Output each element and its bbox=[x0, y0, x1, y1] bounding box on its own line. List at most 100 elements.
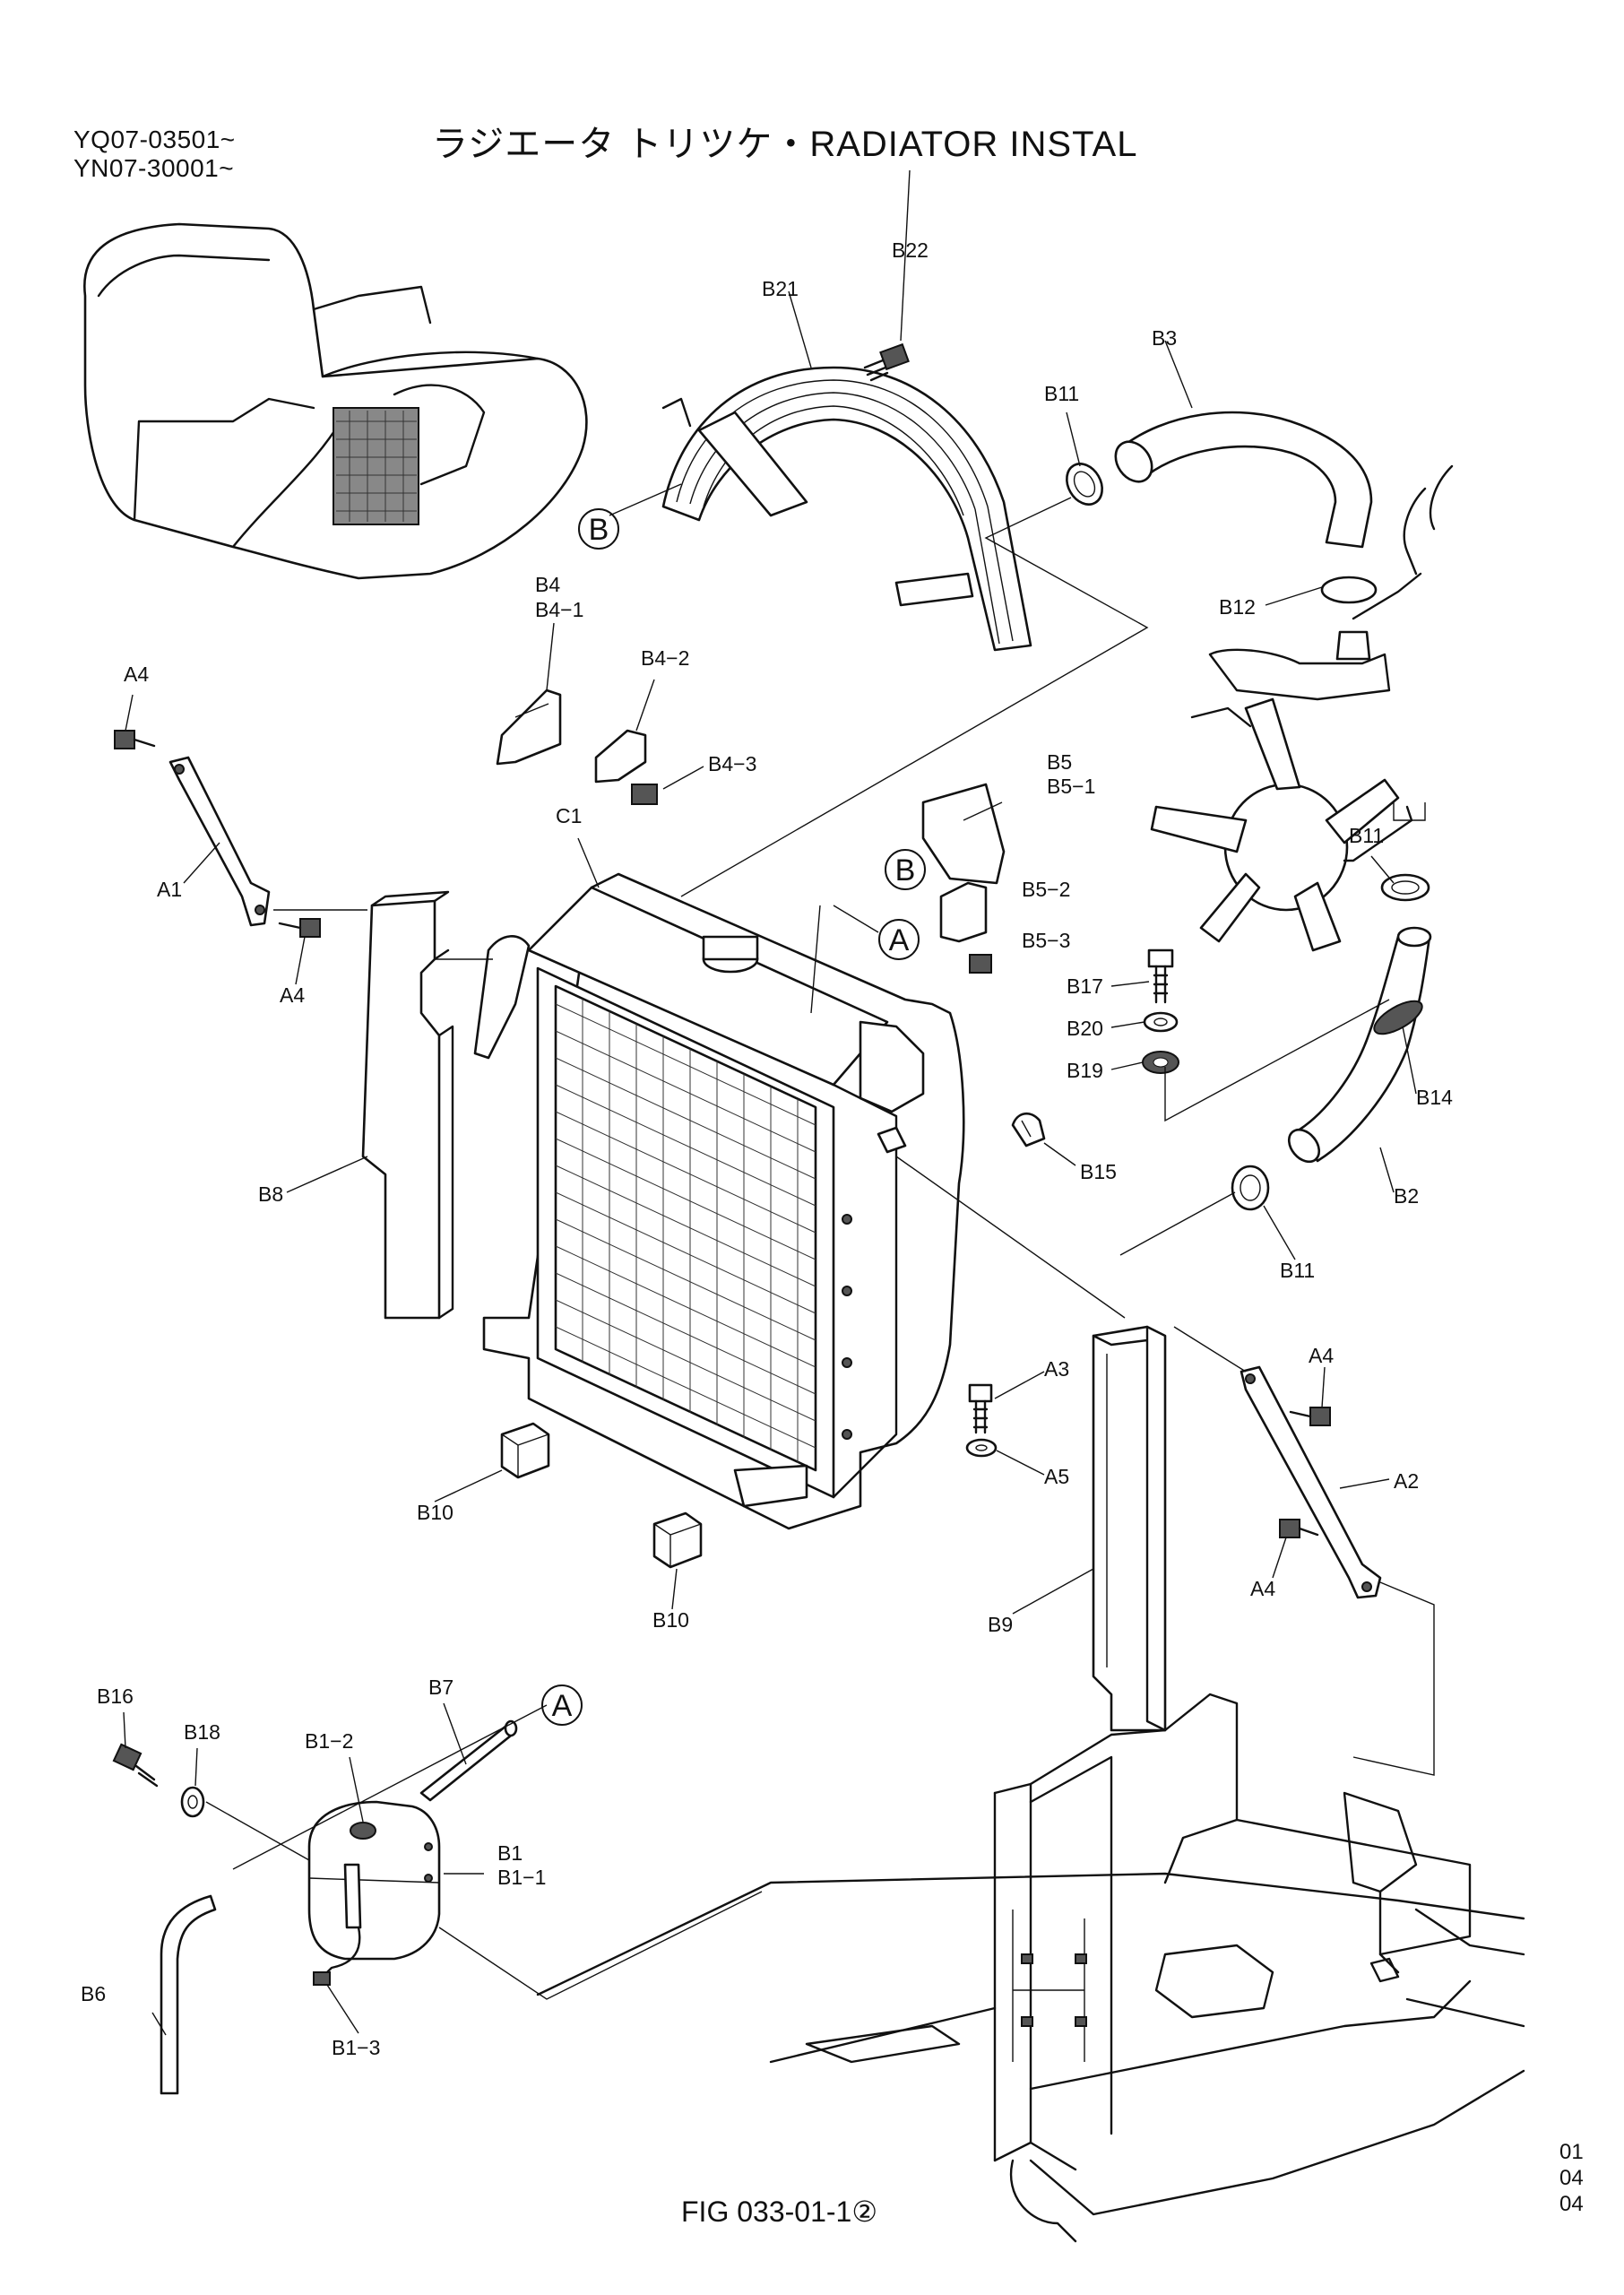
serial-range-1: YQ07-03501~ bbox=[73, 126, 236, 153]
page-number-line-3: 04 bbox=[1559, 2192, 1584, 2216]
label-b10-right: B10 bbox=[652, 1608, 689, 1632]
foam-seal-b8 bbox=[361, 890, 454, 1320]
hose-clamp-b14 bbox=[1373, 1000, 1423, 1035]
label-b11-mid: B11 bbox=[1349, 824, 1384, 847]
label-b1-2: B1−2 bbox=[305, 1729, 353, 1753]
sensor-wire-b1-3 bbox=[313, 1926, 361, 1986]
figure-reference: FIG 033-01-1② bbox=[681, 2195, 877, 2228]
hose-clamp-b11-low bbox=[1231, 1165, 1270, 1211]
label-b16: B16 bbox=[97, 1684, 134, 1708]
label-b4-1: B4−1 bbox=[535, 598, 583, 621]
washer-a5 bbox=[965, 1438, 998, 1458]
label-a4-lower-left: A4 bbox=[280, 983, 305, 1007]
bolt-a4-lower-right bbox=[1279, 1519, 1319, 1538]
stay-a1 bbox=[168, 756, 271, 927]
foam-block-b10-2 bbox=[652, 1511, 703, 1569]
label-a3: A3 bbox=[1044, 1357, 1069, 1381]
washer-b19 bbox=[1142, 1051, 1179, 1074]
page-number-line-1: 01 bbox=[1559, 2140, 1584, 2164]
label-b21: B21 bbox=[762, 277, 799, 300]
part-labels: B22 B21 B3 B11 B12 B4 B4−1 B4−2 B4−3 A4 … bbox=[81, 238, 1453, 2059]
label-b12: B12 bbox=[1219, 595, 1256, 619]
label-b5-3: B5−3 bbox=[1022, 929, 1070, 952]
label-b6: B6 bbox=[81, 1982, 106, 2005]
foam-block-b10-1 bbox=[500, 1422, 550, 1479]
label-b3: B3 bbox=[1152, 326, 1177, 350]
hose-clamp-b11-top bbox=[1066, 463, 1103, 506]
bolt-a4-lower-left bbox=[278, 918, 321, 938]
callout-a-lower: A bbox=[541, 1684, 583, 1726]
label-b14: B14 bbox=[1416, 1086, 1453, 1109]
radiator-c1 bbox=[473, 872, 965, 1530]
seal-b4 bbox=[496, 688, 562, 766]
label-b9: B9 bbox=[988, 1613, 1013, 1636]
svg-text:B: B bbox=[895, 853, 916, 888]
stay-a2 bbox=[1240, 1365, 1382, 1599]
clip-b15 bbox=[1011, 1113, 1046, 1148]
lower-hose-b2 bbox=[1287, 926, 1432, 1164]
washer-b18 bbox=[180, 1786, 205, 1818]
label-a2: A2 bbox=[1394, 1469, 1419, 1493]
label-b11-low: B11 bbox=[1280, 1259, 1315, 1282]
label-b5-2: B5−2 bbox=[1022, 878, 1070, 901]
label-b1: B1 bbox=[497, 1841, 523, 1865]
gasket-b12 bbox=[1320, 576, 1378, 661]
svg-text:A: A bbox=[552, 1689, 573, 1723]
cooling-fan bbox=[1150, 697, 1413, 952]
fan-shroud-b21 bbox=[661, 366, 1032, 652]
seal-b5 bbox=[921, 783, 1006, 885]
label-b19: B19 bbox=[1067, 1059, 1103, 1082]
label-b4-2: B4−2 bbox=[641, 646, 689, 670]
label-b1-3: B1−3 bbox=[332, 2036, 380, 2059]
engine-outline bbox=[1190, 464, 1454, 728]
washer-b20 bbox=[1143, 1011, 1179, 1033]
seal-b4-2 bbox=[594, 729, 647, 784]
hose-clamp-b11-mid bbox=[1380, 802, 1430, 902]
label-b5: B5 bbox=[1047, 750, 1072, 774]
seal-b5-3 bbox=[969, 954, 992, 974]
label-c1: C1 bbox=[556, 804, 582, 827]
bolt-a3 bbox=[968, 1383, 993, 1434]
callout-b-upper: B bbox=[578, 508, 619, 550]
label-b4-3: B4−3 bbox=[708, 752, 756, 775]
page-number-block: 01 04 04 bbox=[1559, 2139, 1584, 2217]
hose-b6 bbox=[160, 1894, 217, 2095]
label-b5-1: B5−1 bbox=[1047, 775, 1095, 798]
label-b1-1: B1−1 bbox=[497, 1866, 546, 1889]
svg-text:A: A bbox=[889, 923, 910, 957]
machine-overview-illustration bbox=[83, 222, 588, 580]
label-b22: B22 bbox=[892, 238, 929, 262]
label-a4-upper-right: A4 bbox=[1309, 1344, 1334, 1367]
label-a4-lower-right: A4 bbox=[1250, 1577, 1275, 1600]
label-a4-upper-left: A4 bbox=[124, 663, 149, 686]
label-b10-left: B10 bbox=[417, 1501, 454, 1524]
svg-text:B: B bbox=[589, 513, 609, 547]
upper-hose-b3 bbox=[1114, 411, 1373, 549]
label-b7: B7 bbox=[428, 1676, 454, 1699]
bolt-a4-upper-right bbox=[1289, 1407, 1331, 1426]
label-b15: B15 bbox=[1080, 1160, 1117, 1183]
label-b8: B8 bbox=[258, 1182, 283, 1206]
bolt-a4-upper-left bbox=[114, 730, 156, 749]
label-b4: B4 bbox=[535, 573, 560, 596]
page-number-line-2: 04 bbox=[1559, 2166, 1584, 2190]
label-a1: A1 bbox=[157, 878, 182, 901]
reserve-tank-b1 bbox=[307, 1800, 441, 1961]
seal-b5-2 bbox=[939, 881, 988, 943]
serial-range-2: YN07-30001~ bbox=[73, 154, 235, 182]
callout-a-upper: A bbox=[878, 919, 920, 960]
overflow-pipe-b7 bbox=[419, 1719, 518, 1802]
label-b11-top: B11 bbox=[1044, 382, 1079, 405]
label-b18: B18 bbox=[184, 1720, 220, 1744]
page-title: ラジエータ トリツケ・RADIATOR INSTAL bbox=[432, 125, 1138, 164]
bolt-b17 bbox=[1147, 948, 1174, 1004]
label-b20: B20 bbox=[1067, 1017, 1103, 1040]
callout-b-lower: B bbox=[885, 849, 926, 890]
machine-frame bbox=[536, 1693, 1525, 2243]
label-b2: B2 bbox=[1394, 1184, 1419, 1208]
foam-seal-b9 bbox=[1092, 1325, 1167, 1732]
leader-lines bbox=[123, 169, 1435, 2036]
bolt-b22 bbox=[863, 342, 910, 382]
